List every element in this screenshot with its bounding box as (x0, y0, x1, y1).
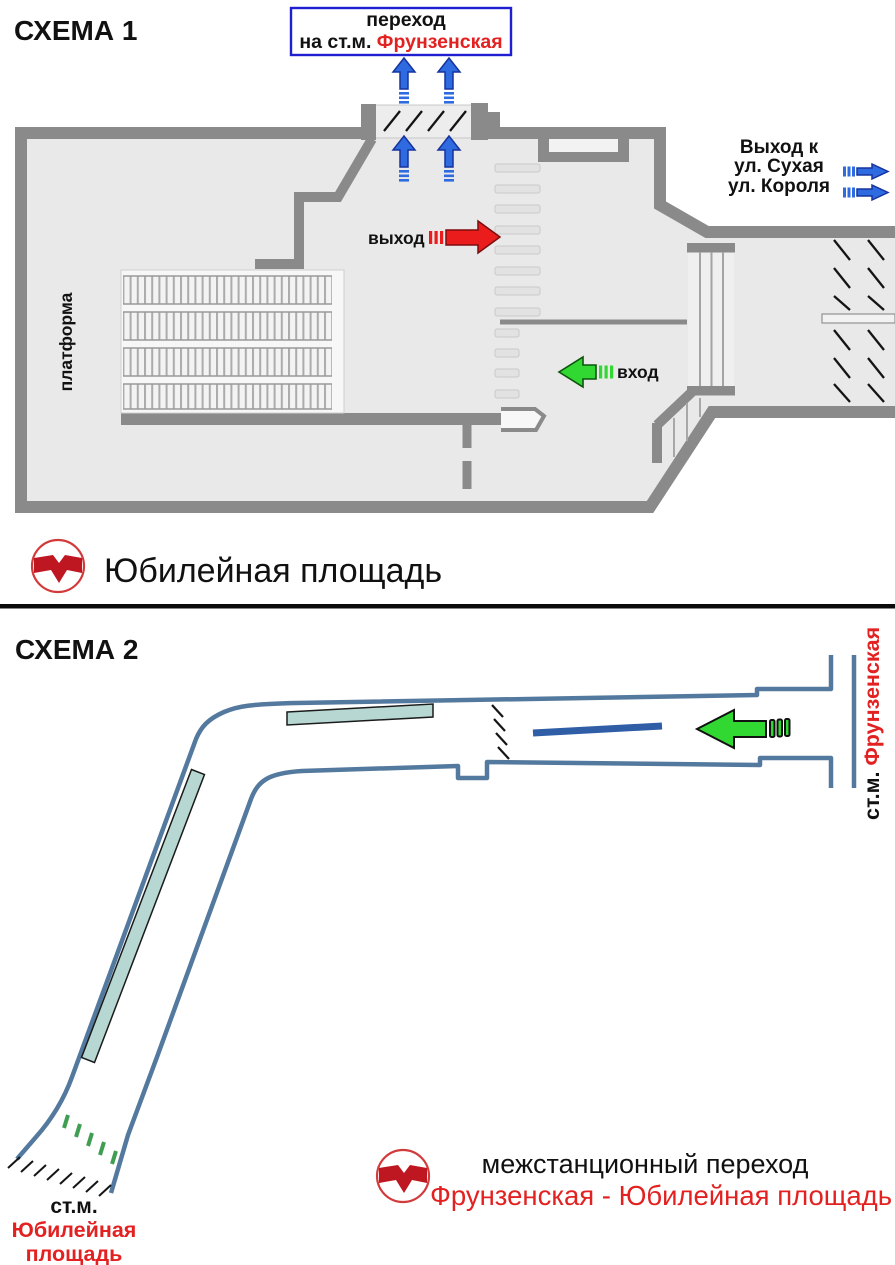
yubileynaya-station-label: ст.м. Юбилейная площадь (12, 1195, 137, 1265)
turnstile-row (494, 163, 541, 399)
frunzenskaya-station-label: ст.м. Фрунзенская (860, 627, 884, 820)
transfer-label-line2: на ст.м. Фрунзенская (299, 31, 502, 53)
svg-text:ул. Сухая: ул. Сухая (734, 156, 824, 177)
transfer-label-prefix: на ст.м. (299, 31, 376, 53)
entrance-label: вход (617, 362, 659, 382)
street-corridor-hatching (833, 239, 885, 403)
escalator-diagonal (80, 768, 206, 1064)
metro-logo-icon (375, 1148, 431, 1204)
frunzenskaya-prefix: ст.м. (860, 766, 884, 820)
wall-panel (532, 722, 663, 737)
hall-walls (15, 127, 895, 513)
service-booth (501, 407, 547, 432)
exit-label: выход (368, 228, 425, 248)
svg-text:ст.м.: ст.м. (50, 1195, 97, 1218)
station-name-caption: Юбилейная площадь (104, 552, 442, 590)
transfer-caption-line2: Фрунзенская - Юбилейная площадь (430, 1180, 892, 1211)
entrance-arrow-icon (694, 708, 791, 750)
platform-stairs (120, 269, 345, 414)
transfer-station-name: Фрунзенская (377, 31, 503, 53)
transfer-label-box (289, 6, 513, 57)
entrance-arrow-icon (557, 355, 614, 389)
escalator-top (286, 703, 434, 726)
svg-text:Выход к: Выход к (740, 137, 819, 158)
transfer-label-line1: переход (366, 9, 446, 31)
corridor-walls (15, 655, 857, 1194)
street-corridor (821, 239, 895, 403)
svg-text:Юбилейная: Юбилейная (12, 1218, 137, 1242)
scheme2-title: СХЕМА 2 (15, 634, 138, 665)
street-exit-arrow-icon (842, 163, 889, 180)
passage-stairs-hatching (383, 110, 467, 132)
scheme1-plan: платформа выход вход Выход к ул. Сухая у… (0, 6, 895, 609)
turnstile-dashes (62, 1114, 118, 1165)
exit-arrow-icon (429, 219, 502, 255)
scheme1-title: СХЕМА 1 (14, 15, 137, 46)
street-exit-label: Выход к ул. Сухая ул. Короля (728, 137, 830, 197)
exit-stairs-hatching (7, 1156, 112, 1197)
frunzenskaya-name: Фрунзенская (860, 627, 884, 766)
street-exit-arrow-icon (842, 184, 889, 201)
svg-text:ул. Короля: ул. Короля (728, 176, 830, 197)
corridor-landing (821, 313, 895, 324)
up-arrow-icon (392, 57, 416, 105)
svg-text:площадь: площадь (26, 1242, 123, 1265)
transfer-caption-line1: межстанционный переход (482, 1149, 809, 1179)
up-arrow-icon (437, 57, 461, 105)
section-divider (0, 604, 895, 609)
scheme2-plan: ст.м. Фрунзенская ст.м. Юбилейная площад… (7, 627, 892, 1265)
corridor-hatching (491, 704, 510, 760)
metro-logo-icon (30, 538, 86, 594)
platform-label: платформа (56, 292, 76, 391)
right-staircase (673, 243, 735, 457)
